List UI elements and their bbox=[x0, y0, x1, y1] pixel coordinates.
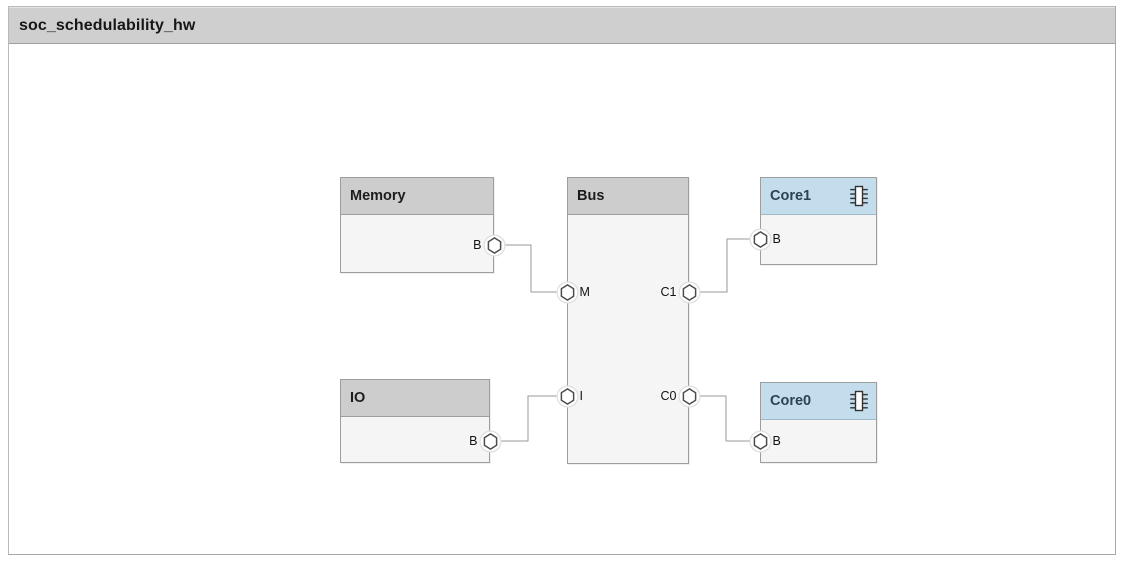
block-title-memory: Memory bbox=[350, 188, 406, 204]
port-glyph bbox=[555, 280, 579, 304]
block-body-io bbox=[341, 417, 489, 463]
block-memory[interactable]: Memory bbox=[340, 177, 494, 273]
port-bus-c1[interactable]: C1 bbox=[661, 280, 701, 304]
block-header-memory: Memory bbox=[341, 178, 493, 215]
block-title-core0: Core0 bbox=[770, 393, 812, 409]
chip-icon bbox=[849, 390, 869, 412]
block-header-core1: Core1 bbox=[761, 178, 876, 215]
block-title-bus: Bus bbox=[577, 188, 605, 204]
port-memory-b[interactable]: B bbox=[473, 233, 506, 257]
block-header-core0: Core0 bbox=[761, 383, 876, 420]
port-bus-i[interactable]: I bbox=[555, 384, 583, 408]
block-core0[interactable]: Core0 bbox=[760, 382, 877, 463]
port-bus-m[interactable]: M bbox=[555, 280, 590, 304]
block-title-io: IO bbox=[350, 390, 366, 406]
block-body-bus bbox=[568, 215, 688, 464]
chip-icon bbox=[849, 185, 869, 207]
block-header-bus: Bus bbox=[568, 178, 688, 215]
block-body-memory bbox=[341, 215, 493, 273]
page-title: soc_schedulability_hw bbox=[19, 16, 196, 34]
port-core0-b[interactable]: B bbox=[748, 429, 781, 453]
block-bus[interactable]: Bus bbox=[567, 177, 689, 464]
block-io[interactable]: IO bbox=[340, 379, 490, 463]
port-glyph bbox=[555, 384, 579, 408]
block-header-io: IO bbox=[341, 380, 489, 417]
port-glyph bbox=[748, 227, 772, 251]
port-glyph bbox=[748, 429, 772, 453]
port-bus-c0[interactable]: C0 bbox=[661, 384, 701, 408]
port-glyph bbox=[677, 384, 701, 408]
port-glyph bbox=[482, 233, 506, 257]
port-glyph bbox=[677, 280, 701, 304]
block-core1[interactable]: Core1 bbox=[760, 177, 877, 265]
panel-titlebar: soc_schedulability_hw bbox=[9, 7, 1115, 44]
port-glyph bbox=[478, 429, 502, 453]
port-core1-b[interactable]: B bbox=[748, 227, 781, 251]
port-io-b[interactable]: B bbox=[469, 429, 502, 453]
block-title-core1: Core1 bbox=[770, 188, 812, 204]
